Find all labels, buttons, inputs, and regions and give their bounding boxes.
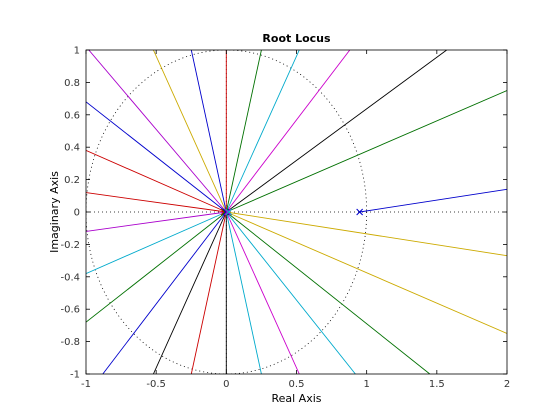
locus-branch-3 <box>226 50 447 213</box>
locus-branch-1 <box>359 188 507 213</box>
locus-branch-18 <box>152 211 227 374</box>
locus-branch-22 <box>225 211 300 374</box>
guide-lines <box>86 50 507 374</box>
y-tick-label: 0 <box>74 208 80 219</box>
locus-branch-15 <box>86 211 227 275</box>
y-tick-label: 1 <box>74 46 80 57</box>
locus-branch-4 <box>225 50 351 213</box>
chart-title: Root Locus <box>262 32 331 45</box>
locus-branch-9 <box>152 50 227 213</box>
x-tick-label: -0.5 <box>146 379 166 390</box>
locus-branch-10 <box>88 50 227 213</box>
locus-branch-26 <box>226 211 507 257</box>
y-axis-label: Imaginary Axis <box>48 171 61 253</box>
x-tick-label: -1 <box>81 379 91 390</box>
y-tick-label: 0.4 <box>64 143 80 154</box>
origin-pole-marker-4-b <box>224 208 231 216</box>
locus-branch-2 <box>226 90 507 213</box>
pole-markers <box>220 208 364 216</box>
y-tick-label: 0.2 <box>64 175 80 186</box>
y-tick-label: -0.4 <box>60 272 80 283</box>
y-tick-label: 0.6 <box>64 110 80 121</box>
locus-branch-8 <box>190 50 227 213</box>
axis-ticks: -1 -0.5 0 0.5 1 1.5 2 -1 -0.8 -0.6 -0.4 -0.2 0 0.2 0.4… <box>60 46 510 391</box>
y-tick-label: 0.8 <box>64 78 80 89</box>
origin-pole-marker-3-b <box>222 208 230 216</box>
plot-area <box>86 50 507 374</box>
x-tick-label: 2 <box>504 379 510 390</box>
locus-branch-5 <box>225 50 300 213</box>
origin-pole-marker-5-b <box>225 208 233 216</box>
locus-branch-25 <box>226 211 507 334</box>
locus-branch-16 <box>86 211 227 323</box>
x-tick-label: 1.5 <box>429 379 445 390</box>
y-tick-label: -0.6 <box>60 305 80 316</box>
y-tick-label: -1 <box>70 370 80 381</box>
locus-branch-11 <box>86 101 227 213</box>
locus-branch-21 <box>225 211 262 374</box>
x-tick-label: 0.5 <box>289 379 305 390</box>
locus-branch-23 <box>225 211 356 374</box>
pole-marker-stroke-b <box>356 208 364 216</box>
locus-branches <box>86 50 507 374</box>
x-tick-label: 1 <box>363 379 369 390</box>
x-tick-label: 0 <box>223 379 229 390</box>
y-tick-label: -0.8 <box>60 337 80 348</box>
locus-branch-12 <box>86 149 227 213</box>
locus-branch-13 <box>86 192 227 213</box>
locus-branch-24 <box>226 211 431 374</box>
locus-branch-14 <box>86 211 227 232</box>
x-axis-label: Real Axis <box>271 392 321 405</box>
y-tick-label: -0.2 <box>60 240 80 251</box>
locus-branch-19 <box>190 211 227 374</box>
locus-branch-6 <box>225 50 262 213</box>
unit-circle <box>86 50 368 374</box>
locus-branch-17 <box>102 211 227 374</box>
